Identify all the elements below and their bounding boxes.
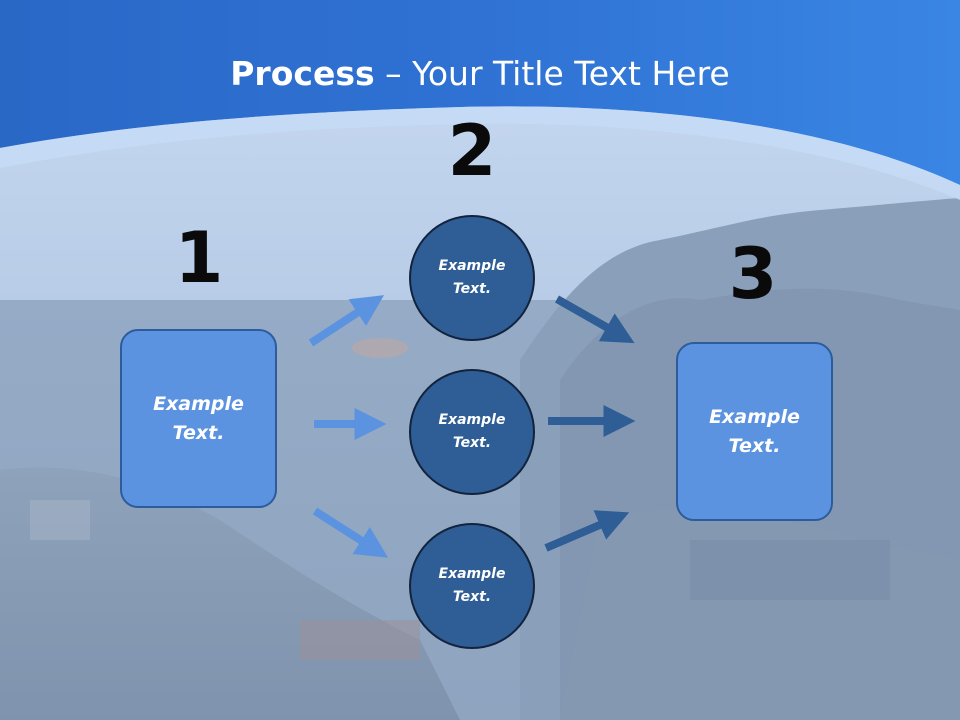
circle-top: Example Text.	[409, 215, 535, 341]
title-rest: – Your Title Text Here	[374, 54, 730, 93]
circle-middle: Example Text.	[409, 369, 535, 495]
step-3-number: 3	[728, 233, 778, 315]
step-3-box: Example Text.	[676, 342, 833, 521]
step-1-box: Example Text.	[120, 329, 277, 508]
slide-title: Process – Your Title Text Here	[0, 52, 960, 96]
title-bold: Process	[230, 54, 375, 93]
circle-bottom: Example Text.	[409, 523, 535, 649]
step-2-number: 2	[447, 110, 497, 192]
step-1-number: 1	[174, 217, 224, 299]
